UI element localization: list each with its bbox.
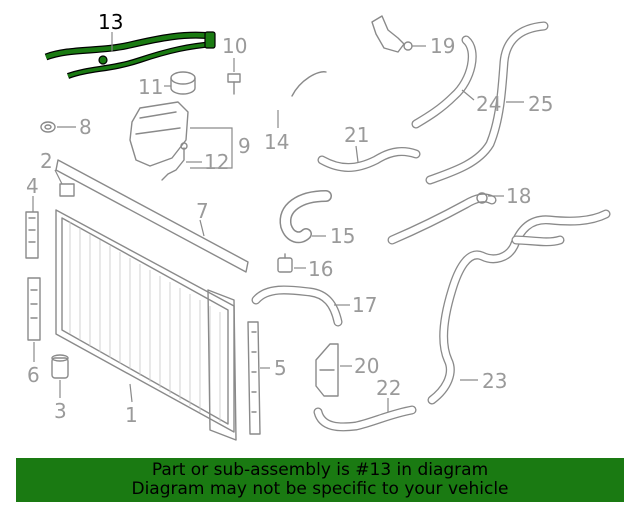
part-5-side-bracket[interactable] bbox=[247, 321, 261, 435]
part-15-elbow[interactable] bbox=[279, 190, 332, 244]
part-12-level-sensor[interactable] bbox=[161, 142, 188, 181]
callout-1: 1 bbox=[125, 403, 138, 427]
part-18-hose[interactable] bbox=[387, 192, 497, 245]
part-9-coolant-reservoir[interactable] bbox=[129, 101, 189, 167]
callout-17: 17 bbox=[352, 293, 377, 317]
callout-2: 2 bbox=[40, 149, 53, 173]
banner-line-1: Part or sub-assembly is #13 in diagram bbox=[151, 460, 489, 480]
banner-line-2: Diagram may not be specific to your vehi… bbox=[131, 479, 509, 499]
leader-24 bbox=[461, 89, 475, 101]
callout-16: 16 bbox=[308, 257, 333, 281]
part-6-lower-bracket[interactable] bbox=[27, 277, 41, 341]
part-3-plug[interactable] bbox=[51, 354, 69, 379]
callout-25: 25 bbox=[528, 92, 553, 116]
callout-21: 21 bbox=[344, 123, 369, 147]
callout-10: 10 bbox=[222, 34, 247, 58]
callout-8: 8 bbox=[79, 115, 92, 139]
parts-diagram: 1 2 3 4 5 6 7 8 9 10 11 12 13 14 15 16 1… bbox=[25, 10, 611, 441]
part-24-hose[interactable] bbox=[411, 35, 477, 129]
part-8-grommet[interactable] bbox=[40, 121, 56, 133]
callout-20: 20 bbox=[354, 354, 379, 378]
part-19-fitting[interactable] bbox=[371, 15, 413, 53]
callout-5: 5 bbox=[274, 356, 287, 380]
part-10-screw[interactable] bbox=[227, 73, 241, 95]
leader-2 bbox=[54, 169, 63, 185]
callout-14: 14 bbox=[264, 130, 289, 154]
callout-4: 4 bbox=[26, 174, 39, 198]
callout-6: 6 bbox=[27, 363, 40, 387]
part-2-bracket[interactable] bbox=[59, 183, 75, 197]
part-21-pipe[interactable] bbox=[317, 147, 421, 172]
leader-9 bbox=[190, 127, 233, 169]
part-22-pipe[interactable] bbox=[313, 405, 417, 432]
part-1-radiator[interactable] bbox=[55, 209, 237, 441]
callout-15: 15 bbox=[330, 224, 355, 248]
part-23-hose[interactable] bbox=[427, 209, 611, 405]
part-4-left-bracket[interactable] bbox=[25, 211, 39, 259]
callout-3: 3 bbox=[54, 399, 67, 423]
callout-23: 23 bbox=[482, 369, 507, 393]
part-11-reservoir-cap[interactable] bbox=[170, 71, 196, 95]
part-7-upper-bar[interactable] bbox=[55, 159, 249, 273]
callout-22: 22 bbox=[376, 376, 401, 400]
part-16-connector[interactable] bbox=[277, 253, 293, 273]
part-20-bracket[interactable] bbox=[315, 343, 339, 397]
callout-18: 18 bbox=[506, 184, 531, 208]
part-13-hose-highlighted[interactable] bbox=[44, 31, 216, 79]
callout-12: 12 bbox=[204, 150, 229, 174]
callout-7: 7 bbox=[196, 199, 209, 223]
callout-11: 11 bbox=[138, 75, 163, 99]
leader-21 bbox=[355, 145, 359, 163]
callout-19: 19 bbox=[430, 34, 455, 58]
callout-24: 24 bbox=[476, 92, 501, 116]
part-14-hose[interactable] bbox=[258, 48, 382, 104]
leader-1 bbox=[129, 383, 133, 403]
leader-7 bbox=[199, 219, 205, 237]
part-25-hose[interactable] bbox=[425, 21, 549, 185]
part-17-hose[interactable] bbox=[251, 285, 343, 327]
info-banner: Part or sub-assembly is #13 in diagram D… bbox=[16, 458, 624, 502]
callout-13-highlighted: 13 bbox=[98, 10, 123, 34]
callout-9: 9 bbox=[238, 134, 251, 158]
